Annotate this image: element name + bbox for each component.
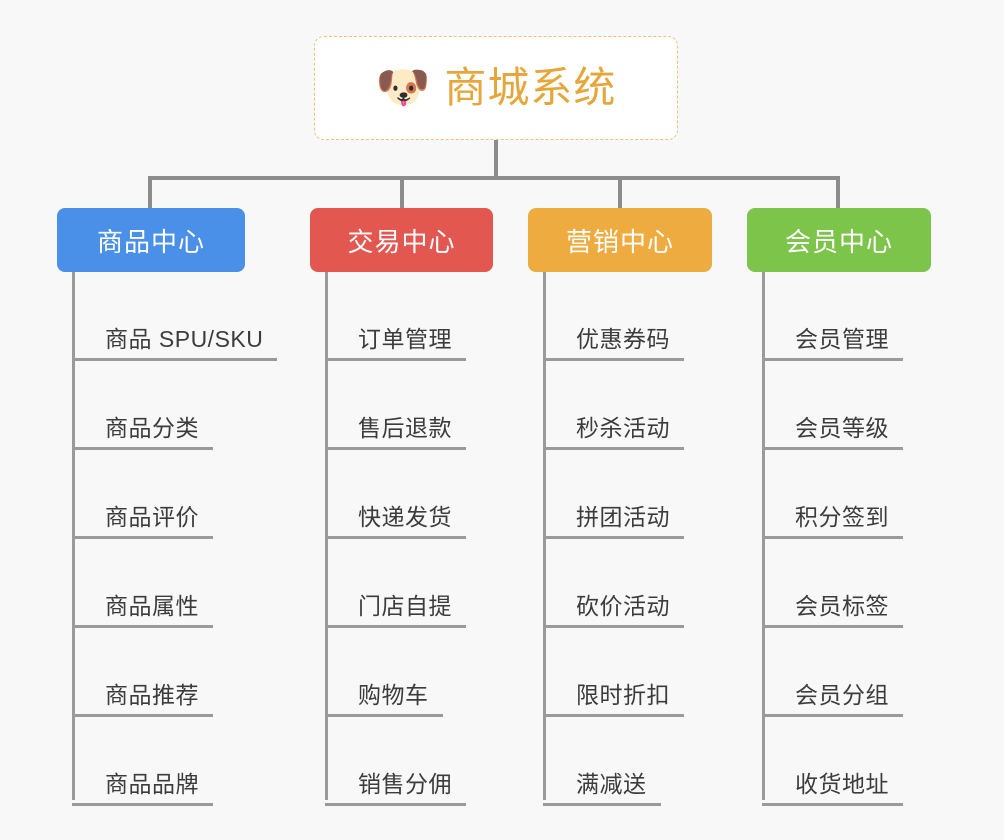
leaf-item-label: 商品 SPU/SKU <box>105 325 264 352</box>
leaf-item[interactable]: 销售分佣 <box>325 717 466 806</box>
leaf-item-label: 会员管理 <box>795 325 889 352</box>
leaf-item[interactable]: 会员分组 <box>762 628 903 717</box>
leaf-item-label: 售后退款 <box>358 414 452 441</box>
leaf-item[interactable]: 满减送 <box>543 717 661 806</box>
leaf-item-label: 会员等级 <box>795 414 889 441</box>
leaf-item[interactable]: 会员等级 <box>762 361 903 450</box>
leaf-item-label: 满减送 <box>576 770 647 797</box>
leaf-item-label: 门店自提 <box>358 592 452 619</box>
leaf-item[interactable]: 商品品牌 <box>72 717 213 806</box>
leaf-item-label: 订单管理 <box>358 325 452 352</box>
leaf-item[interactable]: 限时折扣 <box>543 628 684 717</box>
leaf-item[interactable]: 快递发货 <box>325 450 466 539</box>
leaf-item-label: 商品评价 <box>105 503 199 530</box>
leaf-item-label: 拼团活动 <box>576 503 670 530</box>
leaf-item-label: 销售分佣 <box>358 770 452 797</box>
category-header-label: 商品中心 <box>96 226 205 257</box>
connector-drop-marketing-center <box>618 176 622 210</box>
leaf-item[interactable]: 会员标签 <box>762 539 903 628</box>
leaf-item[interactable]: 门店自提 <box>325 539 466 628</box>
leaf-item[interactable]: 商品评价 <box>72 450 213 539</box>
leaf-item-label: 商品属性 <box>105 592 199 619</box>
connector-drop-member-center <box>836 176 840 210</box>
leaf-item-label: 会员分组 <box>795 681 889 708</box>
category-header-member-center[interactable]: 会员中心 <box>747 208 931 272</box>
leaf-item-label: 秒杀活动 <box>576 414 670 441</box>
root-title: 商城系统 <box>444 64 617 111</box>
connector-root-stem <box>494 140 498 178</box>
leaf-item[interactable]: 购物车 <box>325 628 443 717</box>
leaf-item-label: 限时折扣 <box>576 681 670 708</box>
category-header-product-center[interactable]: 商品中心 <box>57 208 245 272</box>
connector-drop-product-center <box>148 176 152 210</box>
leaf-item-label: 商品推荐 <box>105 681 199 708</box>
dog-face-icon: 🐶 <box>375 63 431 112</box>
leaf-item[interactable]: 商品属性 <box>72 539 213 628</box>
leaf-item-label: 快递发货 <box>358 503 452 530</box>
leaf-item[interactable]: 会员管理 <box>762 272 903 361</box>
connector-horizontal-bus <box>150 176 840 180</box>
category-header-label: 会员中心 <box>784 226 893 257</box>
leaf-item[interactable]: 优惠券码 <box>543 272 684 361</box>
leaf-item[interactable]: 商品推荐 <box>72 628 213 717</box>
leaf-item[interactable]: 拼团活动 <box>543 450 684 539</box>
category-header-label: 交易中心 <box>347 226 456 257</box>
leaf-item[interactable]: 订单管理 <box>325 272 466 361</box>
leaf-item-label: 优惠券码 <box>576 325 670 352</box>
leaf-item-label: 商品品牌 <box>105 770 199 797</box>
leaf-item-label: 会员标签 <box>795 592 889 619</box>
leaf-item-label: 收货地址 <box>795 770 889 797</box>
connector-drop-trade-center <box>400 176 404 210</box>
leaf-item-label: 商品分类 <box>105 414 199 441</box>
leaf-item[interactable]: 积分签到 <box>762 450 903 539</box>
category-header-label: 营销中心 <box>565 226 674 257</box>
category-header-marketing-center[interactable]: 营销中心 <box>528 208 712 272</box>
root-node[interactable]: 🐶 商城系统 <box>314 36 678 140</box>
leaf-item[interactable]: 秒杀活动 <box>543 361 684 450</box>
leaf-item-label: 砍价活动 <box>576 592 670 619</box>
leaf-item-label: 积分签到 <box>795 503 889 530</box>
leaf-item-label: 购物车 <box>358 681 429 708</box>
leaf-item[interactable]: 商品 SPU/SKU <box>72 272 278 361</box>
leaf-item[interactable]: 收货地址 <box>762 717 903 806</box>
category-header-trade-center[interactable]: 交易中心 <box>310 208 493 272</box>
leaf-item[interactable]: 砍价活动 <box>543 539 684 628</box>
leaf-item[interactable]: 售后退款 <box>325 361 466 450</box>
leaf-item[interactable]: 商品分类 <box>72 361 213 450</box>
